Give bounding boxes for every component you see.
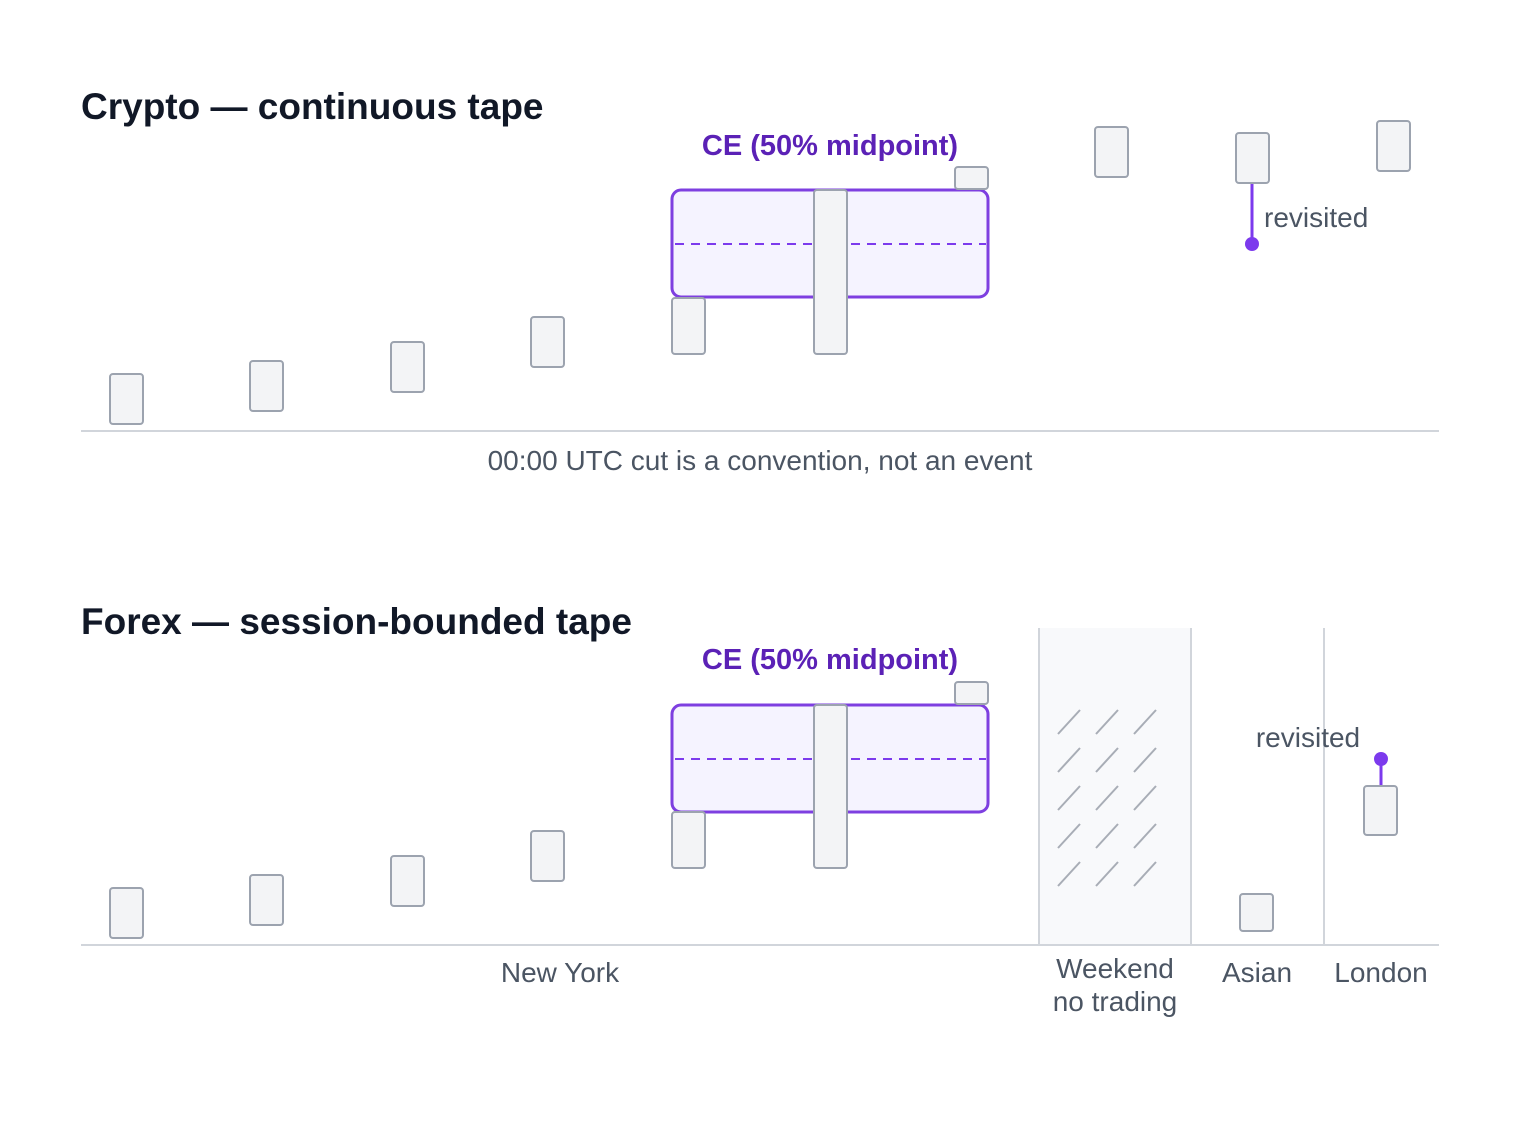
- crypto-title: Crypto — continuous tape: [81, 86, 544, 127]
- crypto-revisit-dot: [1245, 237, 1259, 251]
- forex-candle-london: [1363, 785, 1398, 836]
- forex-panel: Forex — session-bounded tape CE (50% mi: [81, 601, 1439, 1017]
- crypto-revisited-label: revisited: [1264, 202, 1368, 233]
- crypto-caption: 00:00 UTC cut is a convention, not an ev…: [488, 445, 1033, 476]
- crypto-candle-large: [813, 189, 848, 355]
- session-label-london: London: [1334, 957, 1427, 988]
- forex-candle-asian: [1239, 893, 1274, 932]
- crypto-candle: [1235, 132, 1270, 184]
- session-label-new-york: New York: [501, 957, 620, 988]
- forex-title: Forex — session-bounded tape: [81, 601, 632, 642]
- crypto-candle: [1094, 126, 1129, 178]
- forex-candle: [954, 681, 989, 705]
- forex-candle: [671, 811, 706, 869]
- crypto-candle: [954, 166, 989, 190]
- weekend-block: [1039, 628, 1191, 945]
- forex-revisited-label: revisited: [1256, 722, 1360, 753]
- crypto-candle: [671, 297, 706, 355]
- crypto-candle: [390, 341, 425, 393]
- crypto-candle: [249, 360, 284, 412]
- forex-candle: [530, 830, 565, 882]
- session-label-asian: Asian: [1222, 957, 1292, 988]
- forex-candle: [249, 874, 284, 926]
- crypto-candle: [1376, 120, 1411, 172]
- forex-candle-large: [813, 704, 848, 869]
- weekend-label-line1: Weekend: [1056, 953, 1174, 984]
- crypto-candle: [109, 373, 144, 425]
- forex-ce-label: CE (50% midpoint): [702, 644, 958, 676]
- forex-candle: [109, 887, 144, 939]
- crypto-candle: [530, 316, 565, 368]
- forex-candle: [390, 855, 425, 907]
- weekend-hatch: [1057, 709, 1157, 887]
- forex-revisit-dot: [1374, 752, 1388, 766]
- weekend-label-line2: no trading: [1053, 986, 1178, 1017]
- crypto-ce-label: CE (50% midpoint): [702, 130, 958, 162]
- crypto-panel: Crypto — continuous tape CE (50% midpoin…: [81, 86, 1439, 476]
